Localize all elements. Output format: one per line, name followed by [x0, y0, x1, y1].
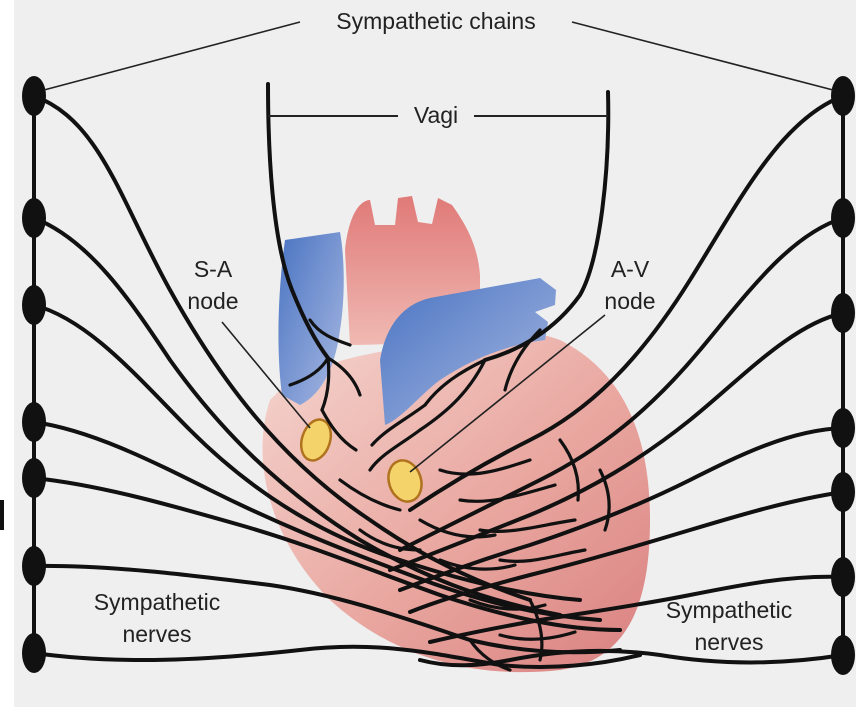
vagi-label: Vagi: [414, 102, 458, 128]
sa-node-label-line1: S-A: [194, 256, 233, 282]
sympathetic-nerves-right-line1: Sympathetic: [666, 597, 793, 623]
sympathetic-nerves-left-line1: Sympathetic: [94, 589, 221, 615]
left-edge-mark: [0, 500, 4, 530]
sa-node-label-line2: node: [187, 288, 238, 314]
sympathetic-nerves-right-line2: nerves: [694, 629, 763, 655]
av-node-label-line1: A-V: [611, 256, 650, 282]
sympathetic-nerves-left-line2: nerves: [122, 621, 191, 647]
sympathetic-chains-label: Sympathetic chains: [336, 8, 535, 34]
av-node-label-line2: node: [604, 288, 655, 314]
